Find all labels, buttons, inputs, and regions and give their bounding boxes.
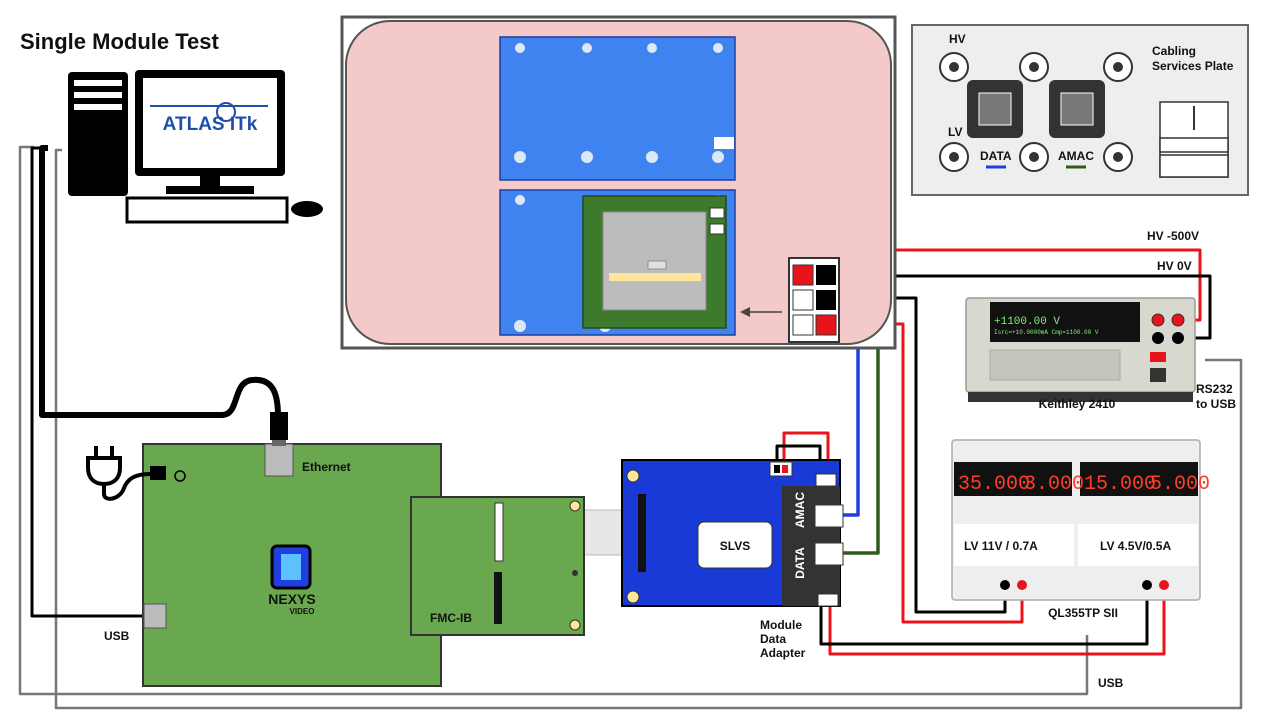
nexys-sub: VIDEO [290,607,315,616]
psu-ch2-current: 5.000 [1150,473,1210,496]
fmc-label: FMC-IB [430,611,472,625]
hv-zero-label: HV 0V [1157,259,1192,273]
ql355tp-power-supply: 35.000 3.000 15.000 5.000 LV 11V / 0.7A … [952,440,1210,600]
stave-top [500,37,735,180]
rs232-label-2: to USB [1196,397,1236,411]
plate-title-1: Cabling [1152,44,1196,58]
adapter-label-2: Data [760,632,786,646]
computer-tower [68,72,128,196]
plate-hv-label: HV [949,32,966,46]
module-data-adapter: SLVS AMAC DATA [622,460,843,606]
slvs-label: SLVS [720,539,750,553]
rs232-label-1: RS232 [1196,382,1233,396]
plate-lv-label: LV [948,125,962,139]
adapter-label-1: Module [760,618,802,632]
adapter-amac-label: AMAC [793,492,807,528]
power-plug-icon [88,446,150,499]
ethernet-label: Ethernet [302,460,351,474]
hv-neg-label: HV -500V [1147,229,1199,243]
plate-title-2: Services Plate [1152,59,1234,73]
plate-data-label: DATA [980,149,1012,163]
module-box [342,17,895,348]
plate-amac-label: AMAC [1058,149,1094,163]
fmc-ib-board: FMC-IB [411,497,584,635]
nexys-brand: NEXYS [268,591,315,607]
keithley-2410: +1100.00 V Isrc=+10.0000mA Cmp=1100.00 V [966,298,1195,402]
mouse [291,201,323,217]
ethernet-port [265,444,293,476]
psu-label: QL355TP SII [1048,606,1118,620]
psu-ch2-voltage: 15.000 [1084,473,1156,496]
psu-ch1-current: 3.000 [1024,473,1084,496]
page-title: Single Module Test [20,29,220,54]
cabling-services-plate: HV LV DATA AMAC Cabling Services Plate [912,25,1248,195]
keyboard [127,198,287,222]
psu-ch2-label: LV 4.5V/0.5A [1100,539,1171,553]
keithley-label: Keithley 2410 [1039,397,1116,411]
adapter-label-3: Adapter [760,646,806,660]
atlas-itk-logo: ATLAS ITk [163,114,258,135]
usb-port [144,604,166,628]
computer: ATLAS ITk [68,70,323,222]
usb-bottom-label: USB [1098,676,1124,690]
usb-label: USB [104,629,130,643]
keithley-display-main: +1100.00 V [994,316,1060,328]
adapter-data-label: DATA [793,547,807,579]
nexys-board: Ethernet USB NEXYS VIDEO [88,412,441,686]
psu-ch1-label: LV 11V / 0.7A [964,539,1038,553]
keithley-display-sub: Isrc=+10.0000mA Cmp=1100.00 V [994,329,1099,336]
psu-ch1-voltage: 35.000 [958,473,1030,496]
